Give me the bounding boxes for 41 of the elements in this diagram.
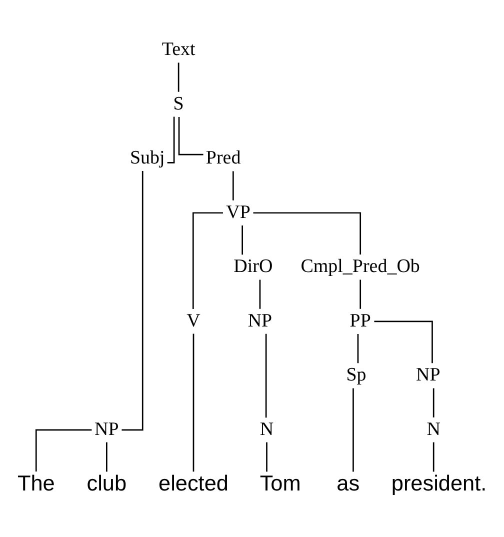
node-text: club [86, 470, 126, 496]
connector [359, 280, 361, 309]
connector [192, 334, 194, 472]
connector [232, 171, 234, 200]
node-text: N [259, 418, 274, 440]
node-text: The [16, 470, 54, 496]
node-text: Text [161, 39, 195, 60]
connector [258, 280, 260, 309]
connector [178, 117, 203, 156]
connector [352, 388, 354, 472]
node-text: Tom [259, 470, 300, 496]
connector [241, 225, 242, 255]
connector [432, 442, 434, 472]
node-text: NP [247, 310, 272, 332]
connector [177, 62, 179, 92]
connector [121, 170, 143, 431]
node-text: president. [390, 470, 486, 496]
connector [106, 442, 107, 472]
node-text: NP [416, 364, 440, 386]
node-text: V [186, 310, 200, 332]
connector [34, 429, 92, 472]
connector [432, 388, 434, 418]
node-text: Sp [346, 364, 366, 386]
connector [374, 320, 432, 364]
node-text: Subj [129, 148, 164, 169]
node-text: elected [158, 470, 228, 496]
node-text: Cmpl_Pred_Ob [300, 256, 420, 278]
connector [356, 334, 358, 364]
node-text: as [336, 470, 360, 496]
node-text: N [426, 418, 440, 440]
connector [266, 442, 267, 472]
connector [192, 212, 222, 309]
node-text: NP [94, 418, 118, 440]
connector [264, 334, 266, 418]
connector [252, 212, 361, 255]
node-text: DirO [233, 256, 272, 278]
node-text: PP [349, 310, 370, 332]
node-text: Pred [205, 148, 240, 169]
node-text: VP [226, 202, 250, 223]
node-text: S [172, 93, 184, 114]
connector [166, 116, 174, 164]
